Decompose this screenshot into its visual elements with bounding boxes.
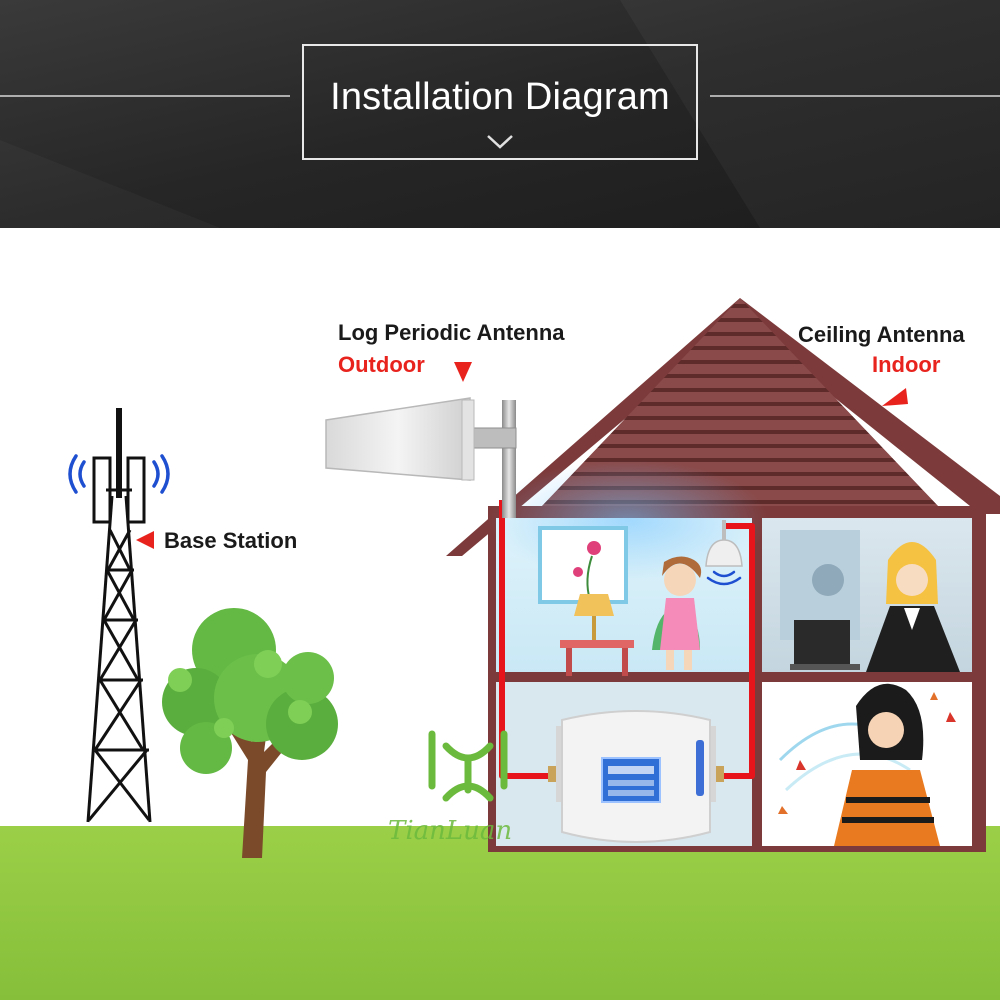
room-scene-operator [780,530,960,672]
chevron-down-icon [487,135,513,149]
signal-wave-icon [68,454,170,494]
page-title: Installation Diagram [330,76,670,118]
cell-tower-icon [86,408,152,823]
log-periodic-antenna-icon [325,397,517,518]
label-log-periodic-antenna: Log Periodic Antenna [338,320,565,345]
label-indoor: Indoor [872,352,941,377]
red-arrow-icon [882,388,908,406]
tree-icon [162,608,338,858]
header-band [0,0,1000,228]
header-title-box: Installation Diagram [302,44,698,160]
room-scene-girl [538,526,702,676]
signal-wave-icon [706,570,742,586]
brand-watermark: TianLuan [388,816,513,846]
label-ceiling-antenna: Ceiling Antenna [798,322,965,347]
room-scene-woman [778,683,956,846]
ceiling-antenna-icon [705,520,743,567]
grass-ground [0,826,1000,1000]
red-arrow-icon [136,531,154,549]
red-arrow-icon [454,362,472,382]
label-base-station: Base Station [164,528,298,553]
brand-logo-icon [428,730,508,802]
signal-repeater-icon [548,710,724,843]
label-outdoor: Outdoor [338,352,425,377]
